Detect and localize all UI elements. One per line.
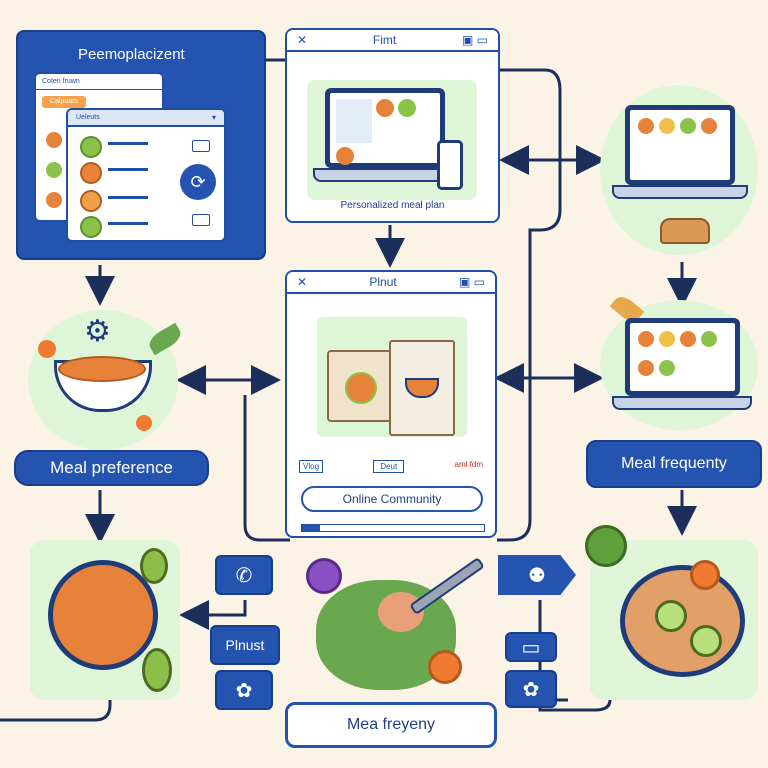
meal-plan-caption: Personalized meal plan — [340, 200, 445, 211]
food-thumbnail — [46, 162, 62, 178]
user-icon[interactable]: ⚉ — [498, 555, 576, 595]
text-line — [108, 196, 148, 199]
phone-device — [437, 140, 463, 190]
text-line — [108, 142, 148, 145]
laptop-keyboard — [313, 168, 457, 182]
laptop-keyboard — [612, 185, 748, 199]
plnust-label[interactable]: Plnust — [210, 625, 280, 665]
flower-icon[interactable]: ✿ — [505, 670, 557, 708]
small-button[interactable] — [192, 214, 210, 226]
bread-icon — [660, 218, 710, 244]
laptop-screen — [625, 318, 740, 396]
preferences-front-window: Ueleuts ▾ ⟳ — [66, 108, 226, 242]
food-thumbnail — [46, 132, 62, 148]
food-thumbnail — [46, 192, 62, 208]
orange-icon — [690, 560, 720, 590]
food-thumbnail — [80, 190, 102, 212]
mini-label: aml fdm — [454, 460, 483, 469]
avocado-icon — [140, 548, 168, 584]
preferences-chip[interactable]: Calpuam — [42, 96, 86, 108]
arrow-icon: ✕ — [297, 33, 308, 47]
laptop-keyboard — [612, 396, 752, 410]
food-thumbnail — [80, 216, 102, 238]
cucumber-icon — [690, 625, 722, 657]
onion-icon — [306, 558, 342, 594]
cucumber-icon — [655, 600, 687, 632]
text-line — [108, 222, 148, 225]
preferences-front-label: Ueleuts — [76, 114, 100, 121]
meal-preference-label[interactable]: Meal preference — [14, 450, 209, 486]
bottom-center-label[interactable]: Mea freyeny — [285, 702, 497, 748]
card-icon[interactable]: ▭ — [505, 632, 557, 662]
tomato-icon — [136, 415, 152, 431]
laptop-screen — [325, 88, 445, 168]
mini-label: Deut — [373, 460, 405, 473]
food-thumbnail — [80, 136, 102, 158]
soup-bowl — [48, 560, 158, 670]
gear-icon: ⚙ — [84, 315, 111, 348]
community-panel-title: Plnut — [369, 275, 397, 289]
menu-card — [389, 340, 455, 436]
window-controls-icon[interactable]: ▣ ▭ — [461, 33, 488, 47]
avocado-icon — [142, 648, 172, 692]
meal-tray — [327, 350, 393, 422]
community-panel: ✕ Plnut ▣ ▭ Vlog Deut aml fdm Online Com… — [285, 270, 497, 538]
preferences-back-tab: Coten fruwn — [36, 74, 162, 90]
phone-icon[interactable]: ✆ — [215, 555, 273, 595]
tomato-icon — [38, 340, 56, 358]
spinner-icon[interactable]: ⟳ — [180, 164, 216, 200]
small-button[interactable] — [192, 140, 210, 152]
arrow-icon: ✕ — [297, 275, 308, 289]
text-line — [108, 168, 148, 171]
flower-icon[interactable]: ✿ — [215, 670, 273, 710]
chevron-down-icon[interactable]: ▾ — [211, 113, 216, 122]
broccoli-icon — [585, 525, 627, 567]
progress-bar — [301, 524, 485, 532]
meal-frequency-label[interactable]: Meal frequenty — [586, 440, 762, 488]
preferences-panel: Peemoplacizent Coten fruwn Calpuam Ueleu… — [16, 30, 266, 260]
soup-surface — [58, 356, 146, 382]
meal-plan-panel-title: Fimt — [372, 33, 397, 47]
laptop-screen — [625, 105, 735, 185]
food-thumbnail — [80, 162, 102, 184]
preferences-panel-title: Peemoplacizent — [78, 46, 185, 63]
orange-icon — [428, 650, 462, 684]
mini-label: Vlog — [299, 460, 324, 473]
meal-plan-panel: ✕ Fimt ▣ ▭ Personalized meal plan — [285, 28, 500, 223]
online-community-button[interactable]: Online Community — [301, 486, 483, 512]
window-controls-icon[interactable]: ▣ ▭ — [458, 275, 485, 289]
